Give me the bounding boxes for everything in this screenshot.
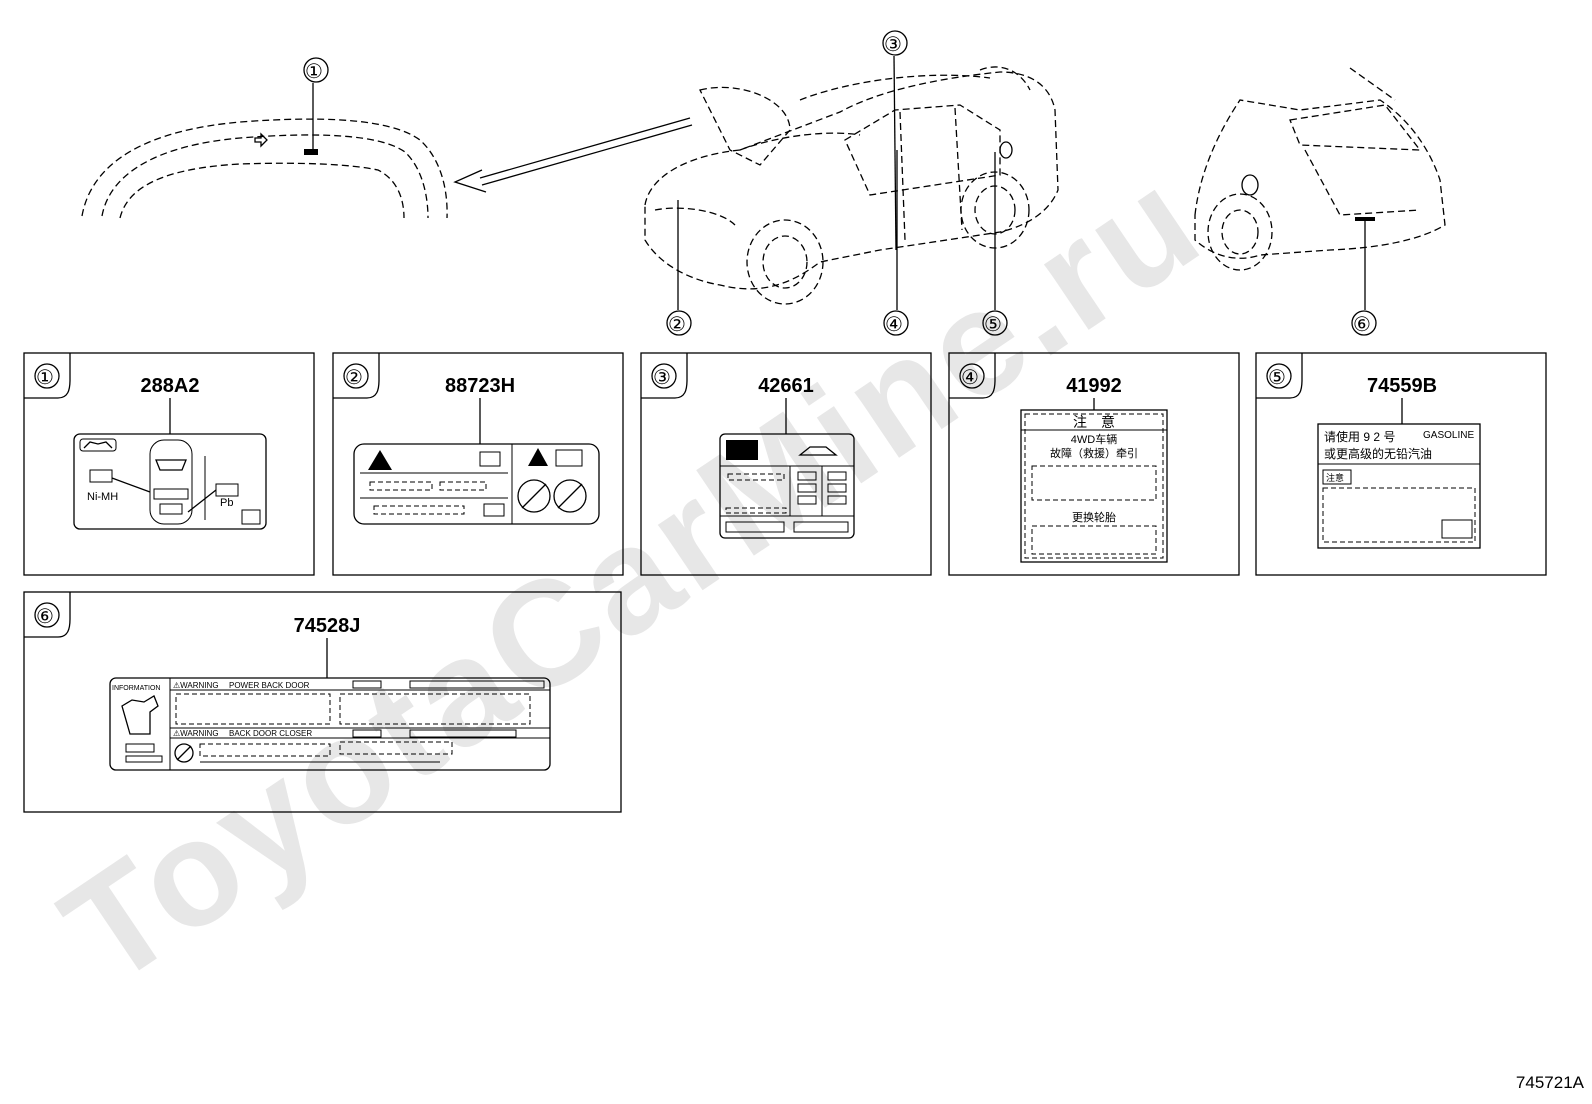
ni-mh-label: Ni-MH: [87, 491, 118, 503]
panel-288A2: ① 288A2 Ni-MH Pb: [23, 352, 315, 576]
callout-1-top: ①: [305, 59, 323, 83]
panel-5-callout: ⑤: [1268, 365, 1286, 389]
panel-1-callout: ①: [36, 365, 54, 389]
panel-3-part-number: 42661: [758, 375, 814, 397]
front-car-illustration: ③ ② ④ ⑤: [644, 30, 1059, 336]
panel-4-callout: ④: [961, 365, 979, 389]
panel-41992: ④ 41992 注 意 4WD车辆 故障（救援）牵引 更换轮胎: [948, 352, 1240, 576]
callout-6-top: ⑥: [1353, 312, 1371, 336]
callout-4-top: ④: [885, 312, 903, 336]
gasoline-text: GASOLINE: [1423, 430, 1474, 441]
rear-car-illustration: ⑥: [1194, 67, 1446, 336]
callout-3-top: ③: [884, 32, 902, 56]
panel-6-part-number: 74528J: [294, 615, 361, 637]
unleaded-text: 或更高级的无铅汽油: [1324, 446, 1432, 461]
back-door-closer-text: BACK DOOR CLOSER: [229, 729, 312, 738]
panel-1-part-number: 288A2: [141, 375, 200, 397]
tire-change-text: 更换轮胎: [1072, 510, 1116, 524]
information-text: INFORMATION: [112, 685, 160, 692]
power-back-door-text: POWER BACK DOOR: [229, 681, 310, 690]
use-92-text: 请使用 9 2 号: [1324, 429, 1395, 444]
arrow-icon: [453, 117, 693, 193]
notice-text: 注意: [1326, 472, 1344, 483]
callout-2-top: ②: [668, 312, 686, 336]
callout-5-top: ⑤: [984, 312, 1002, 336]
panel-74559B: ⑤ 74559B 请使用 9 2 号 GASOLINE 或更高级的无铅汽油 注意: [1255, 352, 1547, 576]
pb-label: Pb: [220, 497, 233, 509]
panel-6-callout: ⑥: [36, 604, 54, 628]
panel-88723H: ② 88723H: [332, 352, 624, 576]
diagram-id: 745721A: [1515, 1073, 1584, 1092]
panel-42661: ③ 42661: [640, 352, 932, 576]
4wd-vehicle-text: 4WD车辆: [1071, 432, 1117, 446]
panel-2-part-number: 88723H: [445, 375, 515, 397]
panel-74528J: ⑥ 74528J INFORMATION ⚠WARNING POWER BACK…: [23, 591, 622, 813]
warning-2-text: ⚠WARNING: [173, 729, 219, 738]
towing-text: 故障（救援）牵引: [1050, 446, 1138, 460]
panel-2-callout: ②: [345, 365, 363, 389]
hood-detail-illustration: ①: [81, 57, 448, 219]
caution-title: 注 意: [1073, 414, 1115, 430]
panel-5-part-number: 74559B: [1367, 375, 1437, 397]
warning-1-text: ⚠WARNING: [173, 681, 219, 690]
panel-3-callout: ③: [653, 365, 671, 389]
panel-4-part-number: 41992: [1066, 375, 1122, 397]
